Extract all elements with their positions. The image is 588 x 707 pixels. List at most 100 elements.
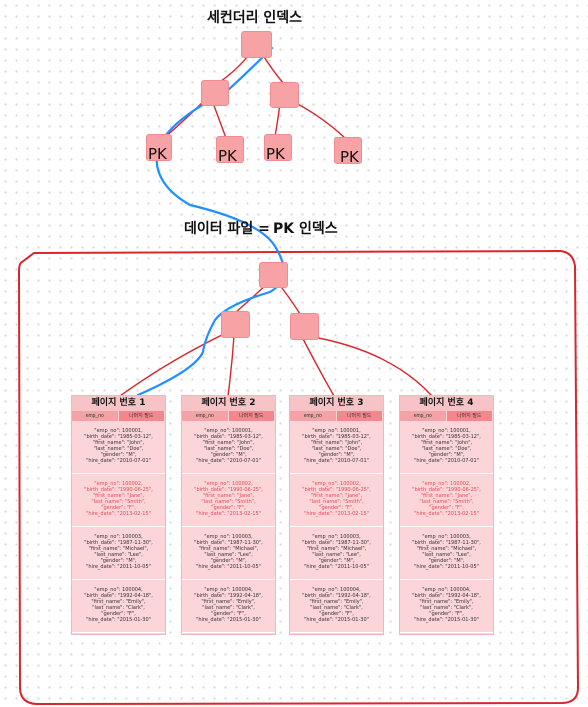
record-line: "hire_date": "2010-07-01" [86,458,151,464]
page-record: "emp_no": 100004, "birth_date": "1992-04… [400,580,493,633]
leaf-pk-label: PK [218,147,237,165]
leaf-pk-label: PK [340,148,359,166]
page-record: "emp_no": 100003, "birth_date": "1987-11… [72,527,165,580]
record-line: "hire_date": "2015-01-30" [414,617,479,623]
pk-root-node [259,262,288,288]
page-record: "emp_no": 100002, "birth_date": "1990-06… [400,474,493,527]
record-line: "hire_date": "2015-01-30" [86,617,151,623]
record-line: "birth_date": "1990-06-25", [302,487,371,493]
column-header: emp_no [72,411,119,421]
record-line: "birth_date": "1990-06-25", [412,487,481,493]
page-columns: emp_no 나머지 필드 [290,411,383,421]
column-header: 나머지 필드 [228,411,275,421]
record-line: "hire_date": "2013-02-15" [86,511,151,517]
record-line: "emp_no": 100004, [422,587,471,593]
column-header: emp_no [290,411,337,421]
page-title: 페이지 번호 2 [182,396,275,411]
record-line: "emp_no": 100001, [204,428,253,434]
record-line: "last_name": "Smith", [91,499,146,505]
page-record: "emp_no": 100004, "birth_date": "1992-04… [72,580,165,633]
record-line: "gender": "F", [429,505,464,511]
record-line: "hire_date": "2011-10-05" [196,564,261,570]
edge-pk-right-page4 [307,335,433,397]
secondary-leaf-node [216,136,244,163]
record-line: "first_name": "Emily", [419,599,474,605]
record-line: "last_name": "Lee", [94,552,143,558]
record-line: "first_name": "Michael", [416,546,477,552]
page-record: "emp_no": 100004, "birth_date": "1992-04… [290,580,383,633]
record-line: "hire_date": "2015-01-30" [304,617,369,623]
page-title: 페이지 번호 1 [72,396,165,411]
record-line: "first_name": "Emily", [201,599,256,605]
record-line: "birth_date": "1987-11-30", [194,540,263,546]
record-line: "gender": "M", [100,452,137,458]
record-line: "hire_date": "2013-02-15" [304,511,369,517]
data-page: 페이지 번호 4 emp_no 나머지 필드 "emp_no": 100001,… [399,395,494,635]
record-line: "birth_date": "1992-04-18", [412,593,481,599]
column-header: 나머지 필드 [336,411,383,421]
page-record: "emp_no": 100001, "birth_date": "1985-03… [290,421,383,474]
record-line: "first_name": "Jane", [202,493,255,499]
record-line: "last_name": "Doe", [93,446,144,452]
record-line: "emp_no": 100001, [312,428,361,434]
column-header: emp_no [400,411,447,421]
edge-pk-left-page1 [119,332,227,397]
data-file-title: 데이터 파일 = [184,221,270,237]
pk-right-node [290,313,319,340]
record-line: "gender": "M", [100,558,137,564]
secondary-root-node [241,31,272,58]
record-line: "last_name": "Doe", [203,446,254,452]
record-line: "first_name": "Michael", [88,546,149,552]
page-title: 페이지 번호 4 [400,396,493,411]
record-line: "birth_date": "1987-11-30", [84,540,153,546]
record-line: "birth_date": "1992-04-18", [302,593,371,599]
page-title: 페이지 번호 3 [290,396,383,411]
record-line: "first_name": "Emily", [91,599,146,605]
record-line: "emp_no": 100004, [204,587,253,593]
record-line: "first_name": "Emily", [309,599,364,605]
pk-index-title: PK 인덱스 [273,221,338,237]
record-line: "first_name": "Jane", [92,493,145,499]
leaf-pk-label: PK [148,145,167,163]
record-line: "emp_no": 100002, [422,481,471,487]
record-line: "first_name": "Jane", [420,493,473,499]
record-line: "first_name": "John", [310,440,363,446]
record-line: "gender": "M", [318,558,355,564]
record-line: "emp_no": 100003, [312,534,361,540]
secondary-index-title: 세컨더리 인덱스 [207,10,303,26]
record-line: "emp_no": 100003, [422,534,471,540]
secondary-left-node [201,80,229,106]
record-line: "gender": "F", [101,611,136,617]
record-line: "last_name": "Doe", [421,446,472,452]
record-line: "last_name": "Clark", [202,605,255,611]
data-file-frame [17,249,580,706]
record-line: "last_name": "Smith", [309,499,364,505]
record-line: "gender": "M", [210,452,247,458]
page-columns: emp_no 나머지 필드 [182,411,275,421]
record-line: "emp_no": 100001, [94,428,143,434]
record-line: "emp_no": 100002, [94,481,143,487]
record-line: "hire_date": "2010-07-01" [414,458,479,464]
page-columns: emp_no 나머지 필드 [400,411,493,421]
record-line: "birth_date": "1985-03-12", [194,434,263,440]
record-line: "hire_date": "2010-07-01" [304,458,369,464]
data-page: 페이지 번호 3 emp_no 나머지 필드 "emp_no": 100001,… [289,395,384,635]
page-columns: emp_no 나머지 필드 [72,411,165,421]
secondary-leaf-node [264,134,292,161]
column-header: 나머지 필드 [446,411,493,421]
secondary-leaf-node [146,134,172,161]
record-line: "emp_no": 100003, [94,534,143,540]
record-line: "first_name": "John", [92,440,145,446]
record-line: "last_name": "Smith", [419,499,474,505]
record-line: "gender": "M", [428,558,465,564]
record-line: "last_name": "Lee", [422,552,471,558]
record-line: "last_name": "Lee", [312,552,361,558]
record-line: "first_name": "Michael", [306,546,367,552]
edge-pk-left-page2 [227,335,235,397]
column-header: emp_no [182,411,229,421]
record-line: "hire_date": "2013-02-15" [414,511,479,517]
record-line: "gender": "F", [211,611,246,617]
record-line: "hire_date": "2010-07-01" [196,458,261,464]
column-header: 나머지 필드 [118,411,165,421]
record-line: "hire_date": "2011-10-05" [86,564,151,570]
